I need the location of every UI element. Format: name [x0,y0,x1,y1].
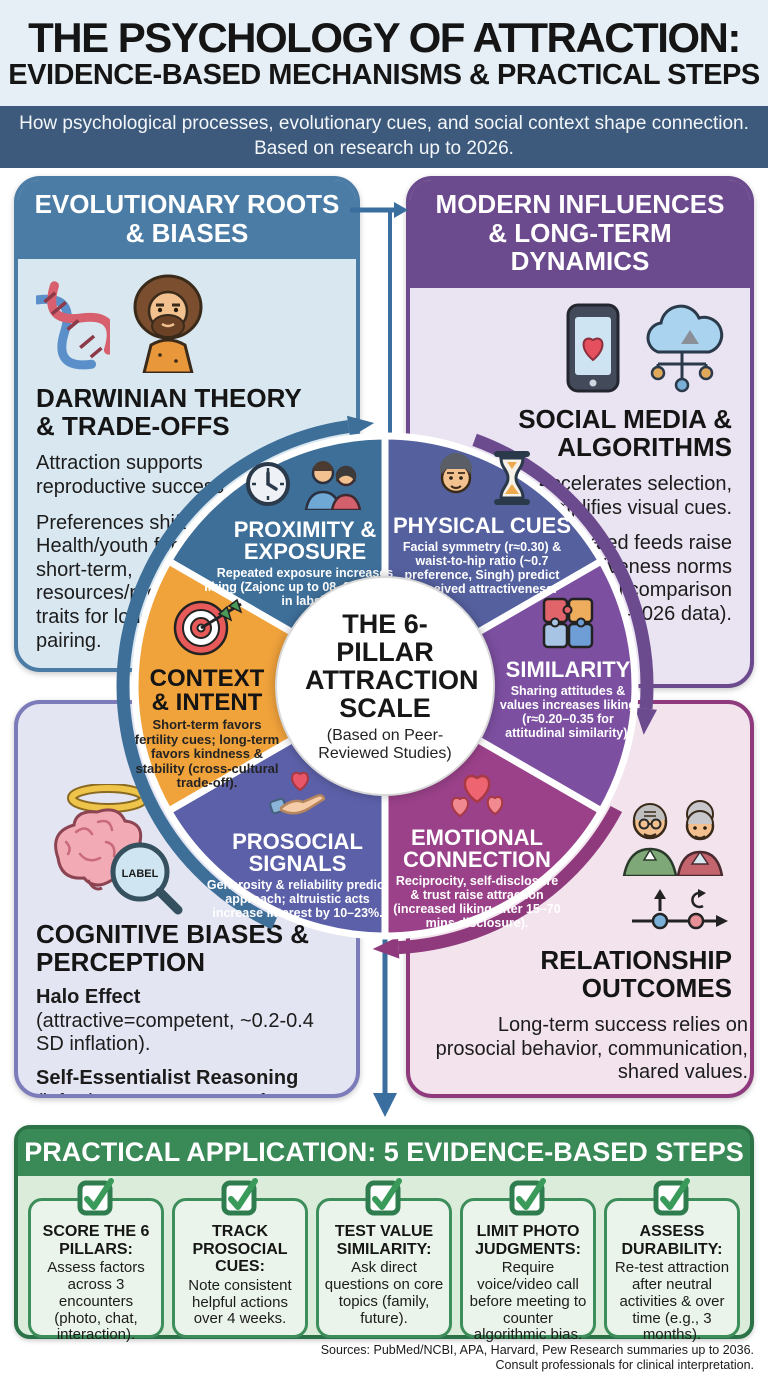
segment-title-physical: PHYSICAL CUES [392,513,572,538]
step-body: Re-test attraction after neutral activit… [614,1259,730,1344]
magnifier-label-icon [110,842,170,902]
six-pillar-wheel: PROXIMITY & EXPOSURE Repeated exposure i… [105,406,665,966]
evolutionary-para1: Attraction supports reproductive success… [36,452,230,498]
checkbox-check-icon [365,1178,403,1221]
svg-text:LABEL: LABEL [122,868,159,880]
sources-line1: Sources: PubMed/NCBI, APA, Harvard, Pew … [320,1343,754,1357]
panel-modern-title: MODERN INFLUENCES & LONG-TERM DYNAMICS [410,180,750,288]
sources-line2: Consult professionals for clinical inter… [495,1358,754,1373]
segment-label-context: CONTEXT & INTENT Short-term favors ferti… [127,592,287,791]
checkbox-check-icon [221,1178,259,1221]
step-body: Ask direct questions on core topics (fam… [324,1259,444,1327]
evolutionary-heading: DARWINIAN THEORY & TRADE-OFFS [36,383,302,442]
hearts-icon [443,768,511,823]
step-body: Note consistent helpful actions over 4 w… [188,1276,292,1328]
segment-desc-context: Short-term favors fertility cues; long-t… [134,717,280,791]
page-title: THE PSYCHOLOGY OF ATTRACTION: [28,13,741,61]
panel-modern-influences: MODERN INFLUENCES & LONG-TERM DYNAMICS [406,176,754,688]
caveman-icon [120,273,216,378]
gottman-stat-title: Gottman 5:1 [615,1095,732,1098]
flow-arrowhead-purple [635,707,657,735]
flow-arc-blue [116,420,350,930]
panel-evolutionary-title: EVOLUTIONARY ROOTS & BIASES [18,180,356,260]
segment-label-emotional: EMOTIONAL CONNECTION Reciprocity, self-d… [387,768,567,930]
step-assess-durability: ASSESS DURABILITY: Re-test attraction af… [604,1178,740,1343]
practical-title: PRACTICAL APPLICATION: 5 EVIDENCE-BASED … [18,1129,750,1176]
segment-label-physical: PHYSICAL CUES Facial symmetry (r≈0.30) &… [377,450,587,596]
halo-brain-icon: LABEL [36,783,188,921]
arrow-right-icon [350,202,408,444]
step-limit-photo: LIMIT PHOTO JUDGMENTS: Require voice/vid… [460,1178,596,1343]
puzzle-icon [541,596,595,655]
outcomes-heading: RELATIONSHIP OUTCOMES [540,945,732,1004]
sources-footer: Sources: PubMed/NCBI, APA, Harvard, Pew … [321,1343,754,1374]
segment-title-context: CONTEXT & INTENT [149,665,265,716]
page-subtitle-title: EVIDENCE-BASED MECHANISMS & PRACTICAL ST… [8,58,760,91]
segment-title-emotional: EMOTIONAL CONNECTION [403,825,551,872]
face-icon [431,451,481,510]
step-body: Assess factors across 3 encounters (phot… [47,1259,145,1344]
flow-arrowhead-blue [347,415,375,438]
wheel-center-subtitle: (Based on Peer-Reviewed Studies) [318,727,452,762]
phone-heart-icon [564,302,622,399]
self-essentialist-title: Self-Essentialist Reasoning [36,1066,299,1089]
segment-desc-physical: Facial symmetry (r≈0.30) & waist-to-hip … [402,540,562,596]
clock-icon [244,460,292,513]
cognitive-heading: COGNITIVE BIASES & PERCEPTION [36,919,310,978]
step-title: TRACK PROSOCIAL CUES: [192,1223,288,1276]
hourglass-icon [491,450,533,511]
checkbox-check-icon [509,1178,547,1221]
modern-heading: SOCIAL MEDIA & ALGORITHMS [518,403,732,462]
step-test-similarity: TEST VALUE SIMILARITY: Ask direct questi… [316,1178,452,1338]
step-body: Require voice/video call before meeting … [469,1259,587,1344]
segment-desc-prosocial: Generosity & reliability predict approac… [206,878,389,920]
outcomes-para1: Long-term success relies on prosocial be… [435,1014,748,1084]
wheel-center-hub: THE 6-PILLAR ATTRACTION SCALE (Based on … [275,576,495,796]
step-title: ASSESS DURABILITY: [621,1223,723,1258]
subtitle-bar: How psychological processes, evolutionar… [0,106,768,168]
dna-icon [33,277,116,378]
segment-label-similarity: SIMILARITY Sharing attitudes & values in… [483,596,653,740]
flow-arrowhead-magenta [372,936,400,959]
target-icon [167,592,247,663]
subtitle-line2: Based on research up to 2026. [254,138,514,159]
segment-title-prosocial: PROSOCIAL SIGNALS [232,829,363,876]
step-title: LIMIT PHOTO JUDGMENTS: [475,1223,581,1258]
step-track-prosocial: TRACK PROSOCIAL CUES: Note consistent he… [172,1178,308,1338]
step-title: TEST VALUE SIMILARITY: [334,1223,434,1258]
segment-desc-emotional: Reciprocity, self-disclosure & trust rai… [393,874,561,930]
cloud-network-icon [632,302,732,399]
checkbox-check-icon [77,1178,115,1221]
checkbox-check-icon [653,1178,691,1221]
flow-arc-magenta [398,805,623,955]
halo-effect-title: Halo Effect [36,986,141,1009]
practical-application-panel: PRACTICAL APPLICATION: 5 EVIDENCE-BASED … [14,1125,754,1343]
subtitle-line1: How psychological processes, evolutionar… [19,113,749,135]
couple-icon [302,458,366,515]
header: THE PSYCHOLOGY OF ATTRACTION: EVIDENCE-B… [0,0,768,106]
segment-title-similarity: SIMILARITY [505,657,631,682]
segment-label-prosocial: PROSOCIAL SIGNALS Generosity & reliabili… [205,768,390,920]
self-essentialist-body: (inferring "core essence" from labels li… [36,1091,299,1094]
wheel-center-title: THE 6-PILLAR ATTRACTION SCALE [305,608,479,723]
elderly-couple-icon [616,794,732,881]
step-title: SCORE THE 6 PILLARS: [42,1223,150,1258]
arrow-down-icon [373,935,397,1117]
timeline-icon [628,885,732,938]
step-score-pillars: SCORE THE 6 PILLARS: Assess factors acro… [28,1178,164,1343]
segment-title-proximity: PROXIMITY & EXPOSURE [233,517,377,564]
hand-heart-icon [267,768,329,827]
segment-desc-similarity: Sharing attitudes & values increases lik… [499,684,637,740]
halo-effect-body: (attractive=competent, ~0.2-0.4 SD infla… [36,1009,314,1056]
